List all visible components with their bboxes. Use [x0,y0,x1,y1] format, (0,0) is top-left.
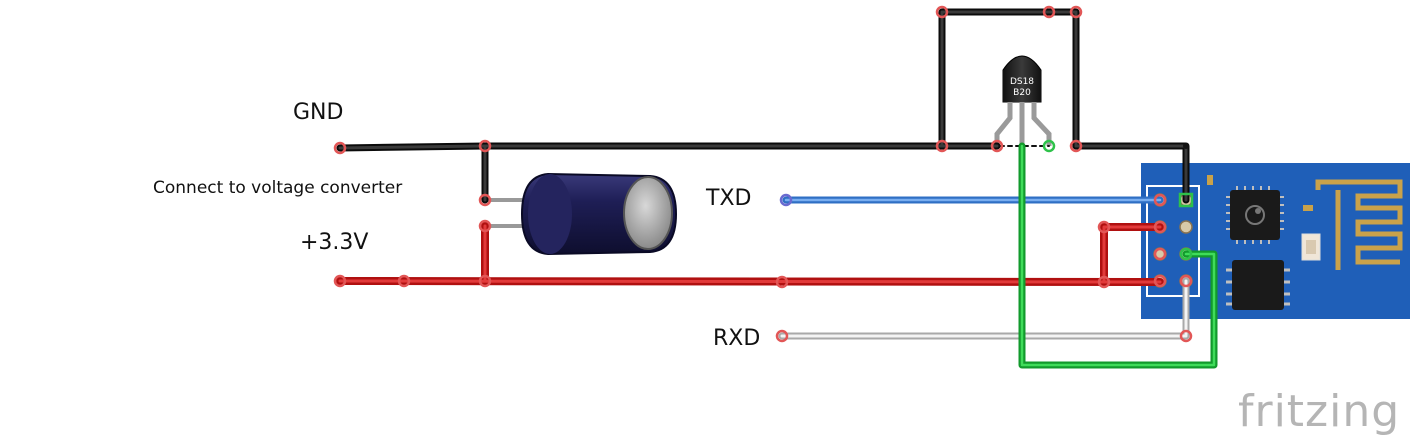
sensor-marking-1: DS18 [1010,77,1034,87]
power-label: +3.3V [300,230,369,255]
flash-chip [1226,260,1290,310]
gnd-label: GND [293,100,344,125]
sensor-marking-2: B20 [1013,88,1031,98]
rxd-wire [778,277,1190,340]
data-wire [1018,142,1218,369]
esp01-board [1141,163,1410,319]
voltage-converter-note: Connect to voltage converter [153,178,403,198]
power-wires [336,222,1164,286]
antenna-trace [1315,179,1403,265]
electrolytic-capacitor [485,172,678,256]
wire-endpoints [333,5,1194,343]
rxd-label: RXD [713,326,761,351]
txd-label: TXD [706,186,752,211]
ds18b20-sensor: DS18 B20 [994,55,1052,146]
gnd-wires [336,8,1190,204]
fritzing-logo: fritzing [1238,386,1401,437]
esp-chip [1226,186,1284,244]
